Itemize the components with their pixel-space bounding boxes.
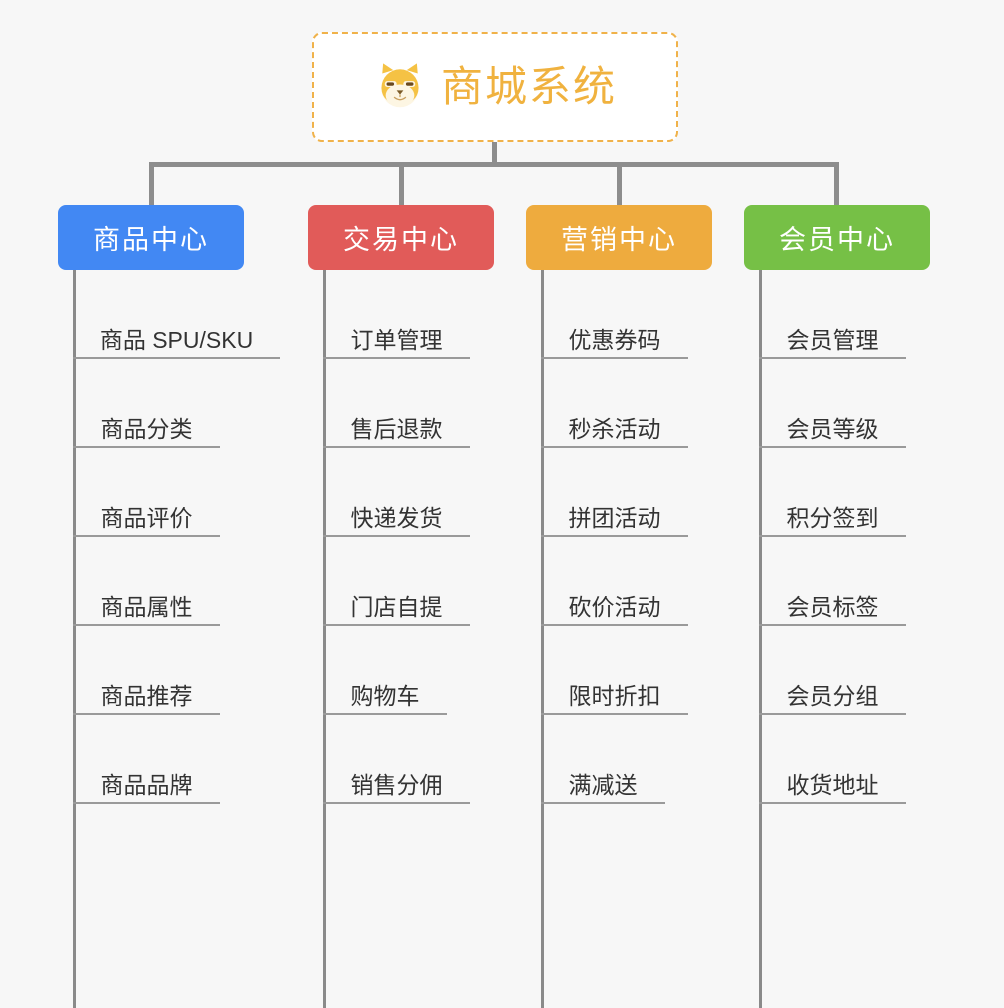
leaf-item-1-6[interactable]: 商品品牌 xyxy=(73,760,220,804)
leaf-label-3-5: 限时折扣 xyxy=(568,682,661,709)
leaf-item-3-5[interactable]: 限时折扣 xyxy=(541,671,688,715)
trunk-vertical-connector xyxy=(492,142,497,164)
leaf-item-2-6[interactable]: 销售分佣 xyxy=(323,760,470,804)
branch-drop-connector-3 xyxy=(617,162,622,207)
branch-spine-2 xyxy=(323,270,326,1008)
leaf-item-3-1[interactable]: 优惠券码 xyxy=(541,315,688,359)
branch-column-2: 交易中心 订单管理 售后退款 快递发货 门店自提 购物车 销售分佣 xyxy=(308,205,494,1008)
leaf-item-1-2[interactable]: 商品分类 xyxy=(73,404,220,448)
leaf-label-4-2: 会员等级 xyxy=(786,415,879,442)
shiba-dog-face-icon xyxy=(381,63,419,108)
leaf-label-4-4: 会员标签 xyxy=(786,593,879,620)
branch-drop-connector-2 xyxy=(399,162,404,207)
leaf-label-3-6: 满减送 xyxy=(568,771,638,798)
leaf-item-4-5[interactable]: 会员分组 xyxy=(759,671,906,715)
leaf-label-1-4: 商品属性 xyxy=(100,593,193,620)
branch-header-3[interactable]: 营销中心 xyxy=(526,205,712,270)
branch-header-label-4: 会员中心 xyxy=(779,225,895,255)
branch-drop-connector-1 xyxy=(149,162,154,207)
branch-spine-3 xyxy=(541,270,544,1008)
branch-spine-1 xyxy=(73,270,76,1008)
leaf-item-4-3[interactable]: 积分签到 xyxy=(759,493,906,537)
branch-header-label-3: 营销中心 xyxy=(561,225,677,255)
leaf-label-4-3: 积分签到 xyxy=(786,504,879,531)
leaf-item-3-2[interactable]: 秒杀活动 xyxy=(541,404,688,448)
root-node[interactable]: 商城系统 xyxy=(312,32,678,142)
leaf-item-2-2[interactable]: 售后退款 xyxy=(323,404,470,448)
branch-header-label-2: 交易中心 xyxy=(343,225,459,255)
branch-spine-4 xyxy=(759,270,762,1008)
leaf-item-4-6[interactable]: 收货地址 xyxy=(759,760,906,804)
leaf-item-2-1[interactable]: 订单管理 xyxy=(323,315,470,359)
leaf-item-4-2[interactable]: 会员等级 xyxy=(759,404,906,448)
leaf-label-3-2: 秒杀活动 xyxy=(568,415,661,442)
mindmap-canvas: 商城系统 商品中心 商品 SPU/SKU 商品分类 商品评价 商品属性 商品推荐… xyxy=(58,32,930,1008)
branch-drop-connector-4 xyxy=(834,162,839,207)
leaf-label-2-2: 售后退款 xyxy=(350,415,443,442)
leaf-item-1-1[interactable]: 商品 SPU/SKU xyxy=(73,315,280,359)
branch-header-label-1: 商品中心 xyxy=(93,225,209,255)
leaf-label-2-6: 销售分佣 xyxy=(350,771,443,798)
leaf-label-2-3: 快递发货 xyxy=(350,504,443,531)
branch-column-1: 商品中心 商品 SPU/SKU 商品分类 商品评价 商品属性 商品推荐 商品品牌 xyxy=(58,205,280,1008)
leaf-label-4-6: 收货地址 xyxy=(786,771,879,798)
branch-column-4: 会员中心 会员管理 会员等级 积分签到 会员标签 会员分组 收货地址 xyxy=(744,205,930,1008)
branch-header-2[interactable]: 交易中心 xyxy=(308,205,494,270)
branch-header-1[interactable]: 商品中心 xyxy=(58,205,244,270)
leaf-item-4-1[interactable]: 会员管理 xyxy=(759,315,906,359)
leaf-item-3-3[interactable]: 拼团活动 xyxy=(541,493,688,537)
trunk-horizontal-connector xyxy=(149,162,839,167)
leaf-label-1-3: 商品评价 xyxy=(100,504,193,531)
root-node-label: 商城系统 xyxy=(440,63,617,110)
leaf-item-2-5[interactable]: 购物车 xyxy=(323,671,447,715)
leaf-label-2-5: 购物车 xyxy=(350,682,420,709)
leaf-item-1-3[interactable]: 商品评价 xyxy=(73,493,220,537)
leaf-item-2-3[interactable]: 快递发货 xyxy=(323,493,470,537)
leaf-label-3-3: 拼团活动 xyxy=(568,504,661,531)
leaf-label-1-2: 商品分类 xyxy=(100,415,193,442)
branch-column-3: 营销中心 优惠券码 秒杀活动 拼团活动 砍价活动 限时折扣 满减送 xyxy=(526,205,712,1008)
leaf-label-1-6: 商品品牌 xyxy=(100,771,193,798)
leaf-label-2-1: 订单管理 xyxy=(350,326,443,353)
leaf-item-1-5[interactable]: 商品推荐 xyxy=(73,671,220,715)
leaf-label-3-1: 优惠券码 xyxy=(568,326,661,353)
leaf-item-4-4[interactable]: 会员标签 xyxy=(759,582,906,626)
leaf-label-2-4: 门店自提 xyxy=(350,593,443,620)
leaf-label-3-4: 砍价活动 xyxy=(568,593,661,620)
leaf-label-1-1: 商品 SPU/SKU xyxy=(99,326,254,353)
leaf-label-4-5: 会员分组 xyxy=(786,682,879,709)
leaf-item-3-6[interactable]: 满减送 xyxy=(541,760,665,804)
leaf-item-2-4[interactable]: 门店自提 xyxy=(323,582,470,626)
branch-header-4[interactable]: 会员中心 xyxy=(744,205,930,270)
leaf-item-1-4[interactable]: 商品属性 xyxy=(73,582,220,626)
leaf-label-4-1: 会员管理 xyxy=(786,326,879,353)
leaf-item-3-4[interactable]: 砍价活动 xyxy=(541,582,688,626)
leaf-label-1-5: 商品推荐 xyxy=(100,682,193,709)
